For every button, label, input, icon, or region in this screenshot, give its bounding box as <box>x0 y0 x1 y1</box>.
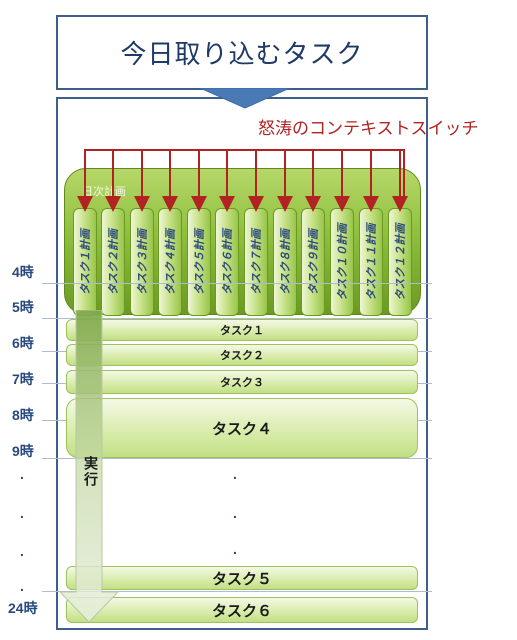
task-bar-5: タスク５ <box>66 566 418 590</box>
task-bar-3: タスク３ <box>66 370 418 394</box>
plan-column-3: タスク３計画 <box>130 208 154 316</box>
execution-label: 実行 <box>82 456 98 488</box>
title-box: 今日取り込むタスク <box>56 15 428 90</box>
hour-label: 7時 <box>12 371 34 387</box>
task-label: タスク１ <box>220 324 264 337</box>
ellipsis-dot: . <box>20 543 24 559</box>
context-switch-label: 怒涛のコンテキストスイッチ <box>258 119 479 139</box>
task-label: タスク４ <box>211 419 272 438</box>
task-bar-4: タスク４ <box>66 398 418 458</box>
plan-column-8: タスク８計画 <box>273 208 297 316</box>
gridline-9 <box>42 458 432 459</box>
execution-arrow-icon <box>60 310 120 623</box>
plan-column-1: タスク１計画 <box>73 208 97 316</box>
title-text: 今日取り込むタスク <box>120 40 364 70</box>
gridline-24 <box>42 591 432 592</box>
plan-column-10: タスク１０計画 <box>330 208 354 316</box>
hour-label: 6時 <box>12 335 34 351</box>
gridline-5 <box>42 318 432 319</box>
plan-column-12: タスク１２計画 <box>388 208 412 316</box>
hour-label: 9時 <box>12 443 34 459</box>
plan-column-2: タスク２計画 <box>101 208 125 316</box>
ellipsis-dot: . <box>233 541 237 557</box>
task-label: タスク５ <box>211 569 272 588</box>
hour-label: 4時 <box>12 264 34 280</box>
plan-column-11: タスク１１計画 <box>359 208 383 316</box>
plan-column-4: タスク４計画 <box>158 208 182 316</box>
hour-label: 5時 <box>12 299 34 315</box>
ellipsis-dot: . <box>233 466 237 482</box>
ellipsis-dot: . <box>20 466 24 482</box>
ellipsis-dot: . <box>20 505 24 521</box>
plan-column-7: タスク７計画 <box>244 208 268 316</box>
ellipsis-dot: . <box>20 578 24 594</box>
gridline-4 <box>42 283 432 284</box>
hour-label: 24時 <box>8 600 38 616</box>
task-label: タスク２ <box>220 349 264 362</box>
plan-column-6: タスク６計画 <box>215 208 239 316</box>
ellipsis-dot: . <box>233 505 237 521</box>
task-label: タスク６ <box>211 601 272 620</box>
plan-column-9: タスク９計画 <box>301 208 325 316</box>
daily-plan-label: 日次計画 <box>82 185 126 198</box>
plan-column-5: タスク５計画 <box>187 208 211 316</box>
hour-label: 8時 <box>12 407 34 423</box>
task-bar-2: タスク２ <box>66 344 418 366</box>
down-arrow-icon <box>200 88 290 109</box>
task-bar-6: タスク６ <box>66 597 418 623</box>
task-bar-1: タスク１ <box>66 319 418 341</box>
task-label: タスク３ <box>220 376 264 389</box>
